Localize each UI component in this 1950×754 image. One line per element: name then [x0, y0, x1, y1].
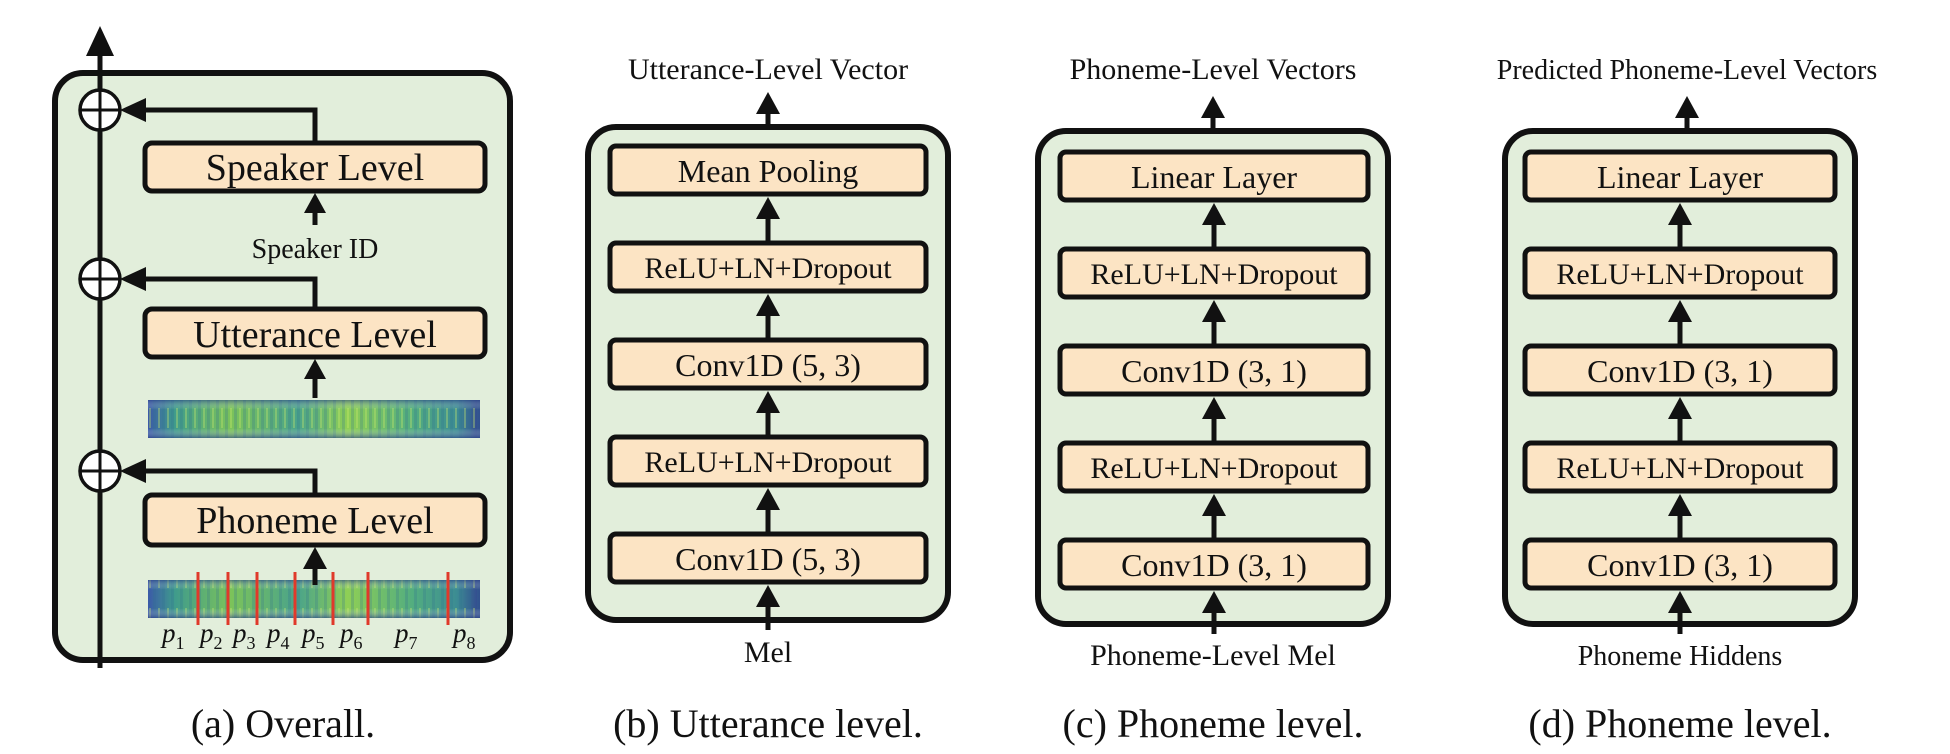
utterance-skip-arrow-icon: [120, 267, 146, 291]
panel-overall: Speaker Level Speaker ID Utterance Level…: [52, 26, 513, 668]
utterance-input-label: Mel: [744, 636, 792, 669]
phoneme-marker-index: 1: [176, 633, 185, 653]
up-arrow-icon: [1202, 203, 1226, 225]
phoneme-c-block-0-label: Linear Layer: [1131, 159, 1297, 195]
phoneme-d-block-3-label: ReLU+LN+Dropout: [1556, 452, 1804, 485]
up-arrow-icon: [1202, 591, 1226, 613]
phoneme-marker-index: 5: [316, 633, 325, 653]
svg-text:p6: p6: [338, 618, 363, 653]
phoneme-marker: p: [338, 618, 354, 648]
caption-overall: (a) Overall.: [190, 701, 376, 746]
mel-spectrogram-image: [148, 400, 480, 438]
phoneme-marker: p: [265, 618, 281, 648]
phoneme-marker-index: 2: [214, 633, 223, 653]
phoneme-marker: p: [451, 618, 467, 648]
up-arrow-icon: [1668, 300, 1692, 322]
phoneme-marker-index: 4: [281, 633, 290, 653]
up-arrow-icon: [1202, 397, 1226, 419]
phoneme-c-block-1-label: ReLU+LN+Dropout: [1090, 258, 1338, 291]
phoneme-d-block-0-label: Linear Layer: [1597, 159, 1763, 195]
utterance-block-0-label: Mean Pooling: [678, 153, 858, 189]
caption-utterance-level: (b) Utterance level.: [613, 701, 923, 746]
mel-spectrogram-image: [148, 580, 480, 618]
phoneme-skip-line: [140, 468, 318, 495]
phoneme-marker-index: 8: [467, 633, 476, 653]
phoneme-marker: p: [393, 618, 409, 648]
phoneme-d-output-label: Predicted Phoneme-Level Vectors: [1497, 55, 1877, 86]
phoneme-marker: p: [198, 618, 214, 648]
utterance-block-0: [607, 143, 929, 197]
phoneme-marker: p: [160, 618, 176, 648]
up-arrow-icon: [756, 488, 780, 510]
svg-text:p7: p7: [393, 618, 418, 653]
panel-utterance-level: Utterance-Level Vector Mean Pooling ReLU…: [585, 53, 951, 669]
utterance-level-label: Utterance Level: [193, 314, 437, 356]
speaker-id-label: Speaker ID: [252, 234, 379, 265]
phoneme-d-output-arrow-icon: [1675, 96, 1699, 118]
speaker-skip-arrow-icon: [120, 98, 146, 122]
phoneme-c-input-label: Phoneme-Level Mel: [1090, 639, 1336, 672]
phoneme-d-inner-arrows: [1668, 203, 1692, 634]
phoneme-d-input-label: Phoneme Hiddens: [1578, 641, 1783, 672]
utterance-block-1-label: ReLU+LN+Dropout: [644, 252, 892, 285]
phoneme-c-block-0: [1057, 149, 1371, 203]
panel-phoneme-level-c: Phoneme-Level Vectors Linear Layer ReLU+…: [1035, 53, 1391, 672]
phoneme-level-label: Phoneme Level: [196, 500, 433, 542]
up-arrow-icon: [756, 391, 780, 413]
up-arrow-icon: [1668, 397, 1692, 419]
utterance-block-4-label: Conv1D (5, 3): [675, 541, 861, 577]
utterance-output-label: Utterance-Level Vector: [628, 53, 908, 86]
speaker-id-arrow-icon: [304, 193, 326, 213]
svg-text:p4: p4: [265, 618, 290, 653]
svg-text:p3: p3: [231, 618, 256, 653]
utterance-input-arrow-icon: [304, 359, 326, 379]
phoneme-marker-index: 7: [409, 633, 418, 653]
phoneme-d-block-0: [1522, 149, 1838, 203]
up-arrow-icon: [1668, 494, 1692, 516]
phoneme-c-inner-arrows: [1202, 203, 1226, 634]
phoneme-d-block-2-label: Conv1D (3, 1): [1587, 353, 1773, 389]
caption-phoneme-level-d: (d) Phoneme level.: [1528, 701, 1832, 746]
svg-text:p8: p8: [451, 618, 476, 653]
phoneme-marker: p: [300, 618, 316, 648]
up-arrow-icon: [1668, 203, 1692, 225]
up-arrow-icon: [756, 197, 780, 219]
phoneme-c-block-4-label: Conv1D (3, 1): [1121, 547, 1307, 583]
phoneme-c-block-2-label: Conv1D (3, 1): [1121, 353, 1307, 389]
svg-text:p5: p5: [300, 618, 325, 653]
up-arrow-icon: [756, 585, 780, 607]
up-arrow-icon: [1202, 300, 1226, 322]
svg-text:p2: p2: [198, 618, 223, 653]
up-arrow-icon: [756, 294, 780, 316]
panel-phoneme-level-d: Predicted Phoneme-Level Vectors Linear L…: [1497, 55, 1877, 672]
phoneme-d-block-1-label: ReLU+LN+Dropout: [1556, 258, 1804, 291]
up-arrow-icon: [1668, 591, 1692, 613]
phoneme-boundaries: [196, 572, 450, 625]
utterance-block-2-label: Conv1D (5, 3): [675, 347, 861, 383]
utterance-skip-line: [140, 276, 318, 309]
residual-output-arrow-icon: [86, 26, 114, 56]
utterance-inner-arrows: [756, 197, 780, 630]
phoneme-c-output-arrow-icon: [1201, 96, 1225, 118]
utterance-block-3-label: ReLU+LN+Dropout: [644, 446, 892, 479]
up-arrow-icon: [1202, 494, 1226, 516]
phoneme-c-block-3-label: ReLU+LN+Dropout: [1090, 452, 1338, 485]
phoneme-skip-arrow-icon: [120, 459, 146, 483]
phoneme-markers: p1 p2 p3 p4 p5 p6 p7 p8: [160, 618, 476, 653]
phoneme-input-arrow-icon: [303, 547, 327, 569]
phoneme-marker-index: 3: [247, 633, 256, 653]
utterance-output-arrow-icon: [756, 92, 780, 114]
speaker-skip-line: [140, 107, 318, 143]
svg-text:p1: p1: [160, 618, 185, 653]
phoneme-c-output-label: Phoneme-Level Vectors: [1070, 53, 1357, 86]
speaker-level-label: Speaker Level: [206, 147, 424, 189]
caption-phoneme-level-c: (c) Phoneme level.: [1062, 701, 1364, 746]
phoneme-d-block-4-label: Conv1D (3, 1): [1587, 547, 1773, 583]
phoneme-marker-index: 6: [354, 633, 363, 653]
phoneme-marker: p: [231, 618, 247, 648]
